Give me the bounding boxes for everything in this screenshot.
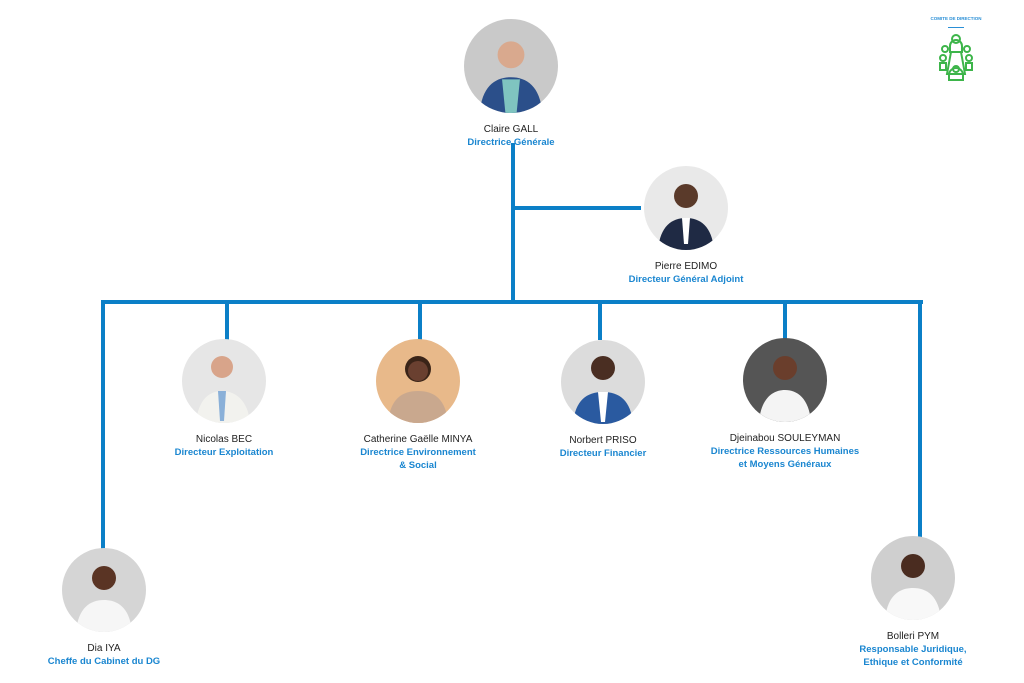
meeting-table-icon [939,34,973,81]
person-role-line2: & Social [399,460,437,471]
person-role: Directeur Financier [559,448,647,459]
person-role-line2: Ethique et Conformité [863,657,963,668]
person-role-line2: et Moyens Généraux [738,459,832,470]
badge-underline [948,27,964,28]
person-role: Directrice Ressources Humaines [710,446,860,457]
connector-line [418,300,422,340]
person-card-cabinet: Dia IYA Cheffe du Cabinet du DG [4,548,204,668]
avatar [62,548,146,632]
person-name: Norbert PRISO [569,435,637,446]
person-card-legal: Bolleri PYM Responsable Juridique, Ethiq… [813,536,1013,669]
person-role: Directrice Générale [467,137,555,148]
person-card-hr: Djeinabou SOULEYMAN Directrice Ressource… [685,338,885,471]
committee-badge: COMITE DE DIRECTION [920,16,992,87]
connector-line [101,300,105,550]
connector-line [783,300,787,340]
person-card-deputy: Pierre EDIMO Directeur Général Adjoint [586,166,786,286]
person-card-finance: Norbert PRISO Directeur Financier [503,340,703,460]
avatar [561,340,645,424]
person-card-ceo: Claire GALL Directrice Générale [411,19,611,149]
person-role: Directeur Général Adjoint [628,274,744,285]
connector-line [513,206,641,210]
avatar [376,339,460,423]
person-name: Bolleri PYM [886,631,940,642]
badge-label: COMITE DE DIRECTION [930,16,982,21]
avatar [644,166,728,250]
person-name: Dia IYA [87,643,121,654]
connector-line [101,300,923,304]
person-name: Catherine Gaëlle MINYA [363,434,473,445]
person-role: Directeur Exploitation [174,447,274,458]
person-role: Cheffe du Cabinet du DG [47,656,161,667]
avatar [182,339,266,423]
connector-line [225,300,229,340]
person-card-ops: Nicolas BEC Directeur Exploitation [124,339,324,459]
person-role: Responsable Juridique, [859,644,967,655]
connector-line [918,300,922,538]
person-name: Nicolas BEC [195,434,253,445]
connector-line [511,143,515,304]
person-name: Pierre EDIMO [654,261,718,272]
person-card-env: Catherine Gaëlle MINYA Directrice Enviro… [318,339,518,472]
connector-line [598,300,602,340]
avatar [871,536,955,620]
person-name: Djeinabou SOULEYMAN [729,433,841,444]
avatar [743,338,827,422]
person-role: Directrice Environnement [360,447,476,458]
person-name: Claire GALL [483,124,539,135]
avatar [464,19,558,113]
